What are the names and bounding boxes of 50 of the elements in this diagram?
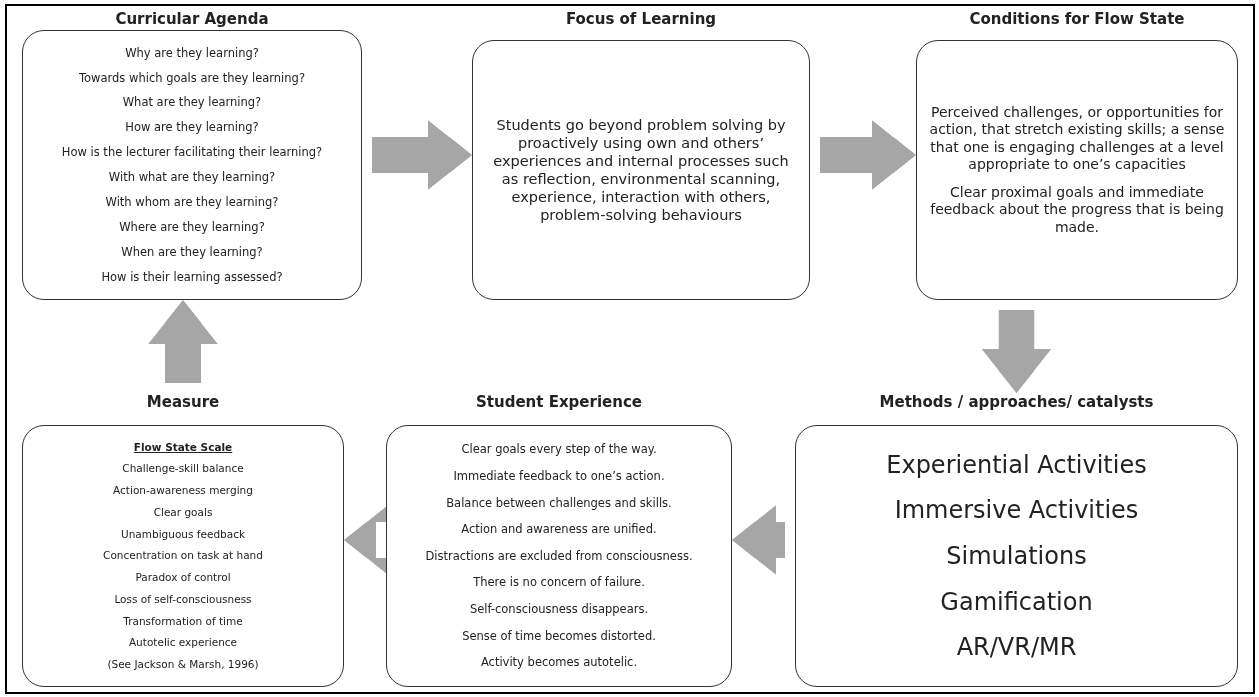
- block-arrow: [981, 310, 1052, 393]
- text-line: Simulations: [946, 540, 1087, 571]
- text-line: Why are they learning?: [125, 45, 259, 60]
- block-arrow: [732, 505, 785, 575]
- text-line: Experiential Activities: [886, 449, 1147, 480]
- text-line: When are they learning?: [121, 245, 263, 260]
- text-line: Activity becomes autotelic.: [480, 655, 638, 670]
- text-line: Clear goals every step of the way.: [461, 442, 657, 457]
- heading: Methods / approaches/ catalysts: [878, 393, 1155, 411]
- text-line: There is no concern of failure.: [473, 575, 645, 590]
- text-line: How is their learning assessed?: [101, 270, 283, 285]
- text-line: Action and awareness are unified.: [461, 522, 657, 537]
- heading: Curricular Agenda: [114, 10, 270, 28]
- heading: Conditions for Flow State: [968, 10, 1186, 28]
- text-line: Immersive Activities: [894, 495, 1139, 526]
- text-line: (See Jackson & Marsh, 1996): [107, 658, 259, 672]
- text-line: Where are they learning?: [119, 220, 265, 235]
- text-line: Sense of time becomes distorted.: [462, 628, 656, 643]
- block-arrow: [344, 505, 388, 575]
- block-arrow: [148, 300, 218, 383]
- text-line: Balance between challenges and skills.: [446, 495, 672, 510]
- text-line: How is the lecturer facilitating their learning?: [61, 145, 323, 160]
- text-line: AR/VR/MR: [956, 632, 1077, 663]
- text-line: Students go beyond problem solving by proactively using own and others’ experiences and internal processes such as reflection, environmental scanning, experience, interaction with others, problem-solving behaviours: [492, 115, 790, 225]
- heading: Measure: [145, 393, 221, 411]
- text-line: Flow State Scale: [133, 440, 233, 454]
- text-line: Clear goals: [153, 505, 213, 519]
- text-line: Towards which goals are they learning?: [79, 70, 305, 85]
- text-line: Action-awareness merging: [113, 484, 253, 498]
- text-line: Autotelic experience: [128, 636, 238, 650]
- heading: Focus of Learning: [564, 10, 718, 28]
- text-line: Unambiguous feedback: [121, 527, 245, 541]
- text-line: Perceived challenges, or opportunities for action, that stretch existing skills; a sense that one is engaging challenges at a level appropriate to one’s capacities: [929, 103, 1225, 174]
- text-line: What are they learning?: [122, 95, 262, 110]
- text-line: Transformation of time: [123, 614, 243, 628]
- text-line: Loss of self-consciousness: [114, 592, 252, 606]
- text-line: Gamification: [940, 586, 1093, 617]
- text-line: With whom are they learning?: [105, 195, 279, 210]
- heading: Student Experience: [475, 393, 643, 411]
- text-line: Clear proximal goals and immediate feedback about the progress that is being made.: [929, 183, 1225, 237]
- text-line: Challenge-skill balance: [122, 462, 244, 476]
- text-line: How are they learning?: [125, 120, 259, 135]
- text-line: Distractions are excluded from consciousness.: [425, 548, 693, 564]
- block-arrow: [820, 120, 916, 190]
- text-line: Concentration on task at hand: [103, 549, 263, 563]
- text-line: Self-consciousness disappears.: [469, 602, 649, 617]
- block-arrow: [372, 120, 472, 190]
- text-line: Paradox of control: [135, 571, 231, 585]
- text-line: Immediate feedback to one’s action.: [453, 468, 665, 484]
- text-line: With what are they learning?: [108, 170, 276, 185]
